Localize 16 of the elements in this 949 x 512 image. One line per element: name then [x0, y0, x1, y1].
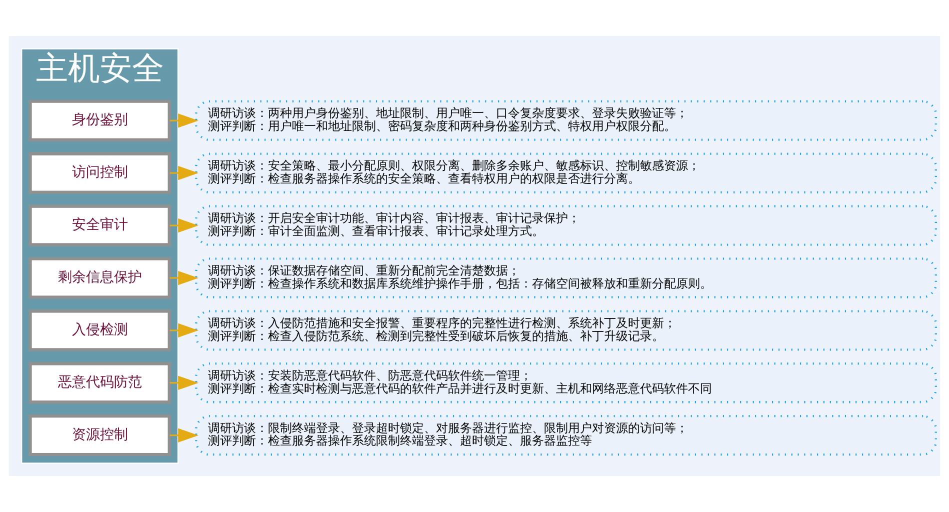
node-box: 安全审计 [28, 204, 171, 246]
node-box: 访问控制 [28, 152, 171, 194]
node-box: 身份鉴别 [28, 100, 171, 142]
node-box: 调研访谈：限制终端登录、登录超时锁定、对服务器进行监控、限制用户对资源的访问等； 测评判断：检查服务器操作系统限制终端登录、超时锁定、服务器监控等 [195, 414, 937, 456]
arrow [170, 218, 198, 233]
node-box: 调研访谈：开启安全审计功能、审计内容、审计报表、审计记录保护； 测评判断：审计全面监测、查看审计报表、审计记录处理方式。 [195, 205, 937, 246]
node-box: 调研访谈：两种用户身份鉴别、地址限制、用户唯一、口令复杂度要求、登录失败验证等； 测评判断：用户唯一和地址限制、密码复杂度和两种身份鉴别方式、特权用户权限分配。 [195, 100, 937, 141]
node-box: 剩余信息保护 [28, 257, 171, 299]
node-box: 调研访谈：安全策略、最小分配原则、权限分离、删除多余账户、敏感标识、控制敏感资源； 测评判断：检查服务器操作系统的安全策略、查看特权用户的权限是否进行分离。 [195, 152, 937, 194]
node-box: 资源控制 [28, 414, 171, 456]
node-box: 调研访谈：安装防恶意代码软件、防恶意代码软件统一管理； 测评判断：检查实时检测与恶意代码的软件产品并进行及时更新、主机和网络恶意代码软件不同 [195, 362, 937, 404]
node-box: 入侵检测 [28, 310, 171, 352]
node-box: 调研访谈：入侵防范措施和安全报警、重要程序的完整性进行检测、系统补丁及时更新； 测评判断：检查入侵防范系统、检测到完整性受到破坏后恢复的措施、补丁升级记录。 [195, 310, 937, 351]
node-box: 调研访谈：保证数据存储空间、重新分配前完全清楚数据； 测评判断：检查操作系统和数据库系统维护操作手册，包括：存储空间被释放和重新分配原则。 [195, 258, 937, 298]
node-box: 恶意代码防范 [28, 362, 171, 404]
arrow [170, 166, 198, 180]
